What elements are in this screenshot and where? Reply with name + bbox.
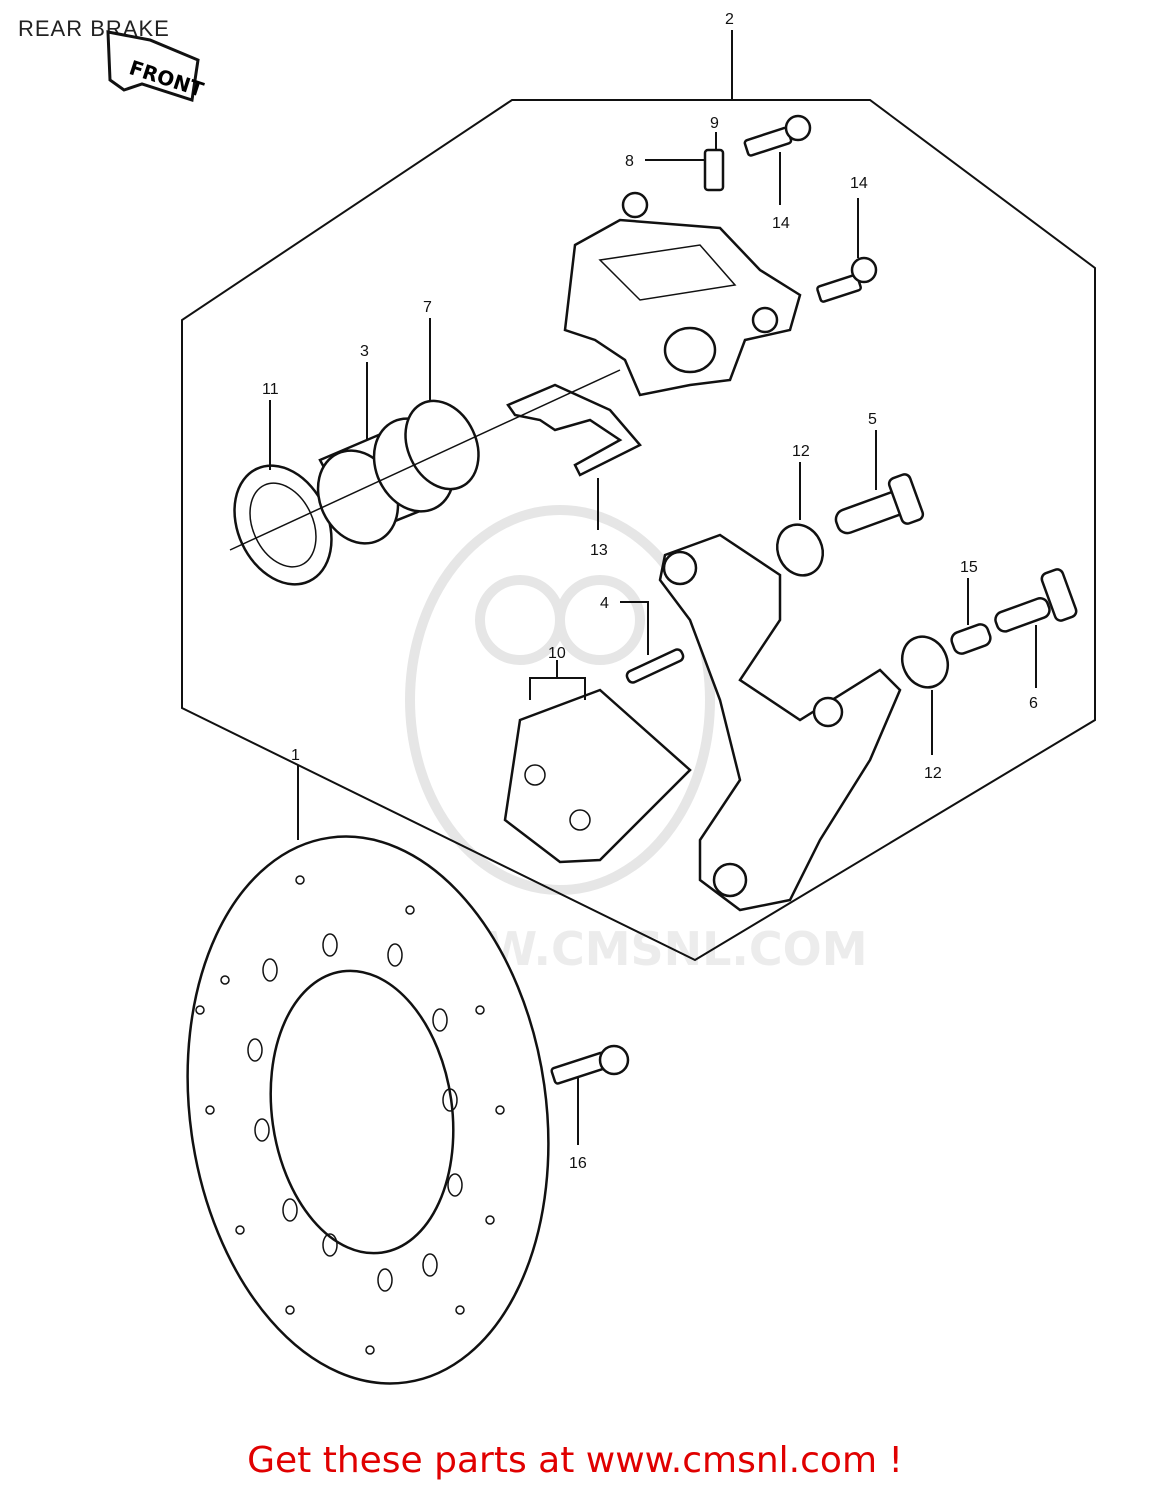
bleed-valve bbox=[688, 132, 725, 192]
slide-pin-lower bbox=[994, 568, 1078, 633]
front-arrow-icon: FRONT bbox=[106, 30, 207, 102]
callout-12-lower: 12 bbox=[924, 765, 942, 782]
callout-16: 16 bbox=[569, 1155, 587, 1172]
callout-9: 9 bbox=[710, 115, 719, 132]
caliper-bolt-lower bbox=[816, 256, 878, 303]
bushing-upper bbox=[775, 523, 825, 577]
brake-pads bbox=[503, 688, 692, 864]
page-title: REAR BRAKE bbox=[18, 16, 170, 41]
callout-7: 7 bbox=[423, 299, 432, 316]
callout-13: 13 bbox=[590, 542, 608, 559]
callout-10: 10 bbox=[548, 645, 566, 662]
callout-1: 1 bbox=[291, 747, 300, 764]
caliper-assembly-outline bbox=[181, 99, 1096, 962]
callout-12-upper: 12 bbox=[792, 443, 810, 460]
caliper-bolt-upper bbox=[743, 114, 812, 157]
callout-15: 15 bbox=[960, 559, 978, 576]
brake-disc bbox=[186, 835, 550, 1385]
slide-pin-upper bbox=[834, 473, 925, 535]
callout-14-lower: 14 bbox=[772, 215, 790, 232]
callout-11: 11 bbox=[262, 381, 279, 398]
callout-3: 3 bbox=[360, 343, 369, 360]
pad-pin bbox=[625, 648, 685, 684]
sleeve bbox=[950, 623, 992, 655]
piston-seal bbox=[404, 399, 480, 491]
callout-2: 2 bbox=[725, 11, 734, 28]
pad-spring bbox=[506, 383, 642, 477]
disc-bolt bbox=[550, 1044, 630, 1085]
callout-4: 4 bbox=[600, 595, 609, 612]
callout-6: 6 bbox=[1029, 695, 1038, 712]
callout-14-upper: 14 bbox=[850, 175, 868, 192]
callout-5: 5 bbox=[868, 411, 877, 428]
footer-link[interactable]: Get these parts at www.cmsnl.com ! bbox=[247, 1440, 903, 1481]
caliper-bracket bbox=[658, 533, 902, 912]
callout-8: 8 bbox=[625, 153, 634, 170]
bushing-lower bbox=[900, 635, 950, 689]
caliper-body bbox=[563, 191, 802, 397]
